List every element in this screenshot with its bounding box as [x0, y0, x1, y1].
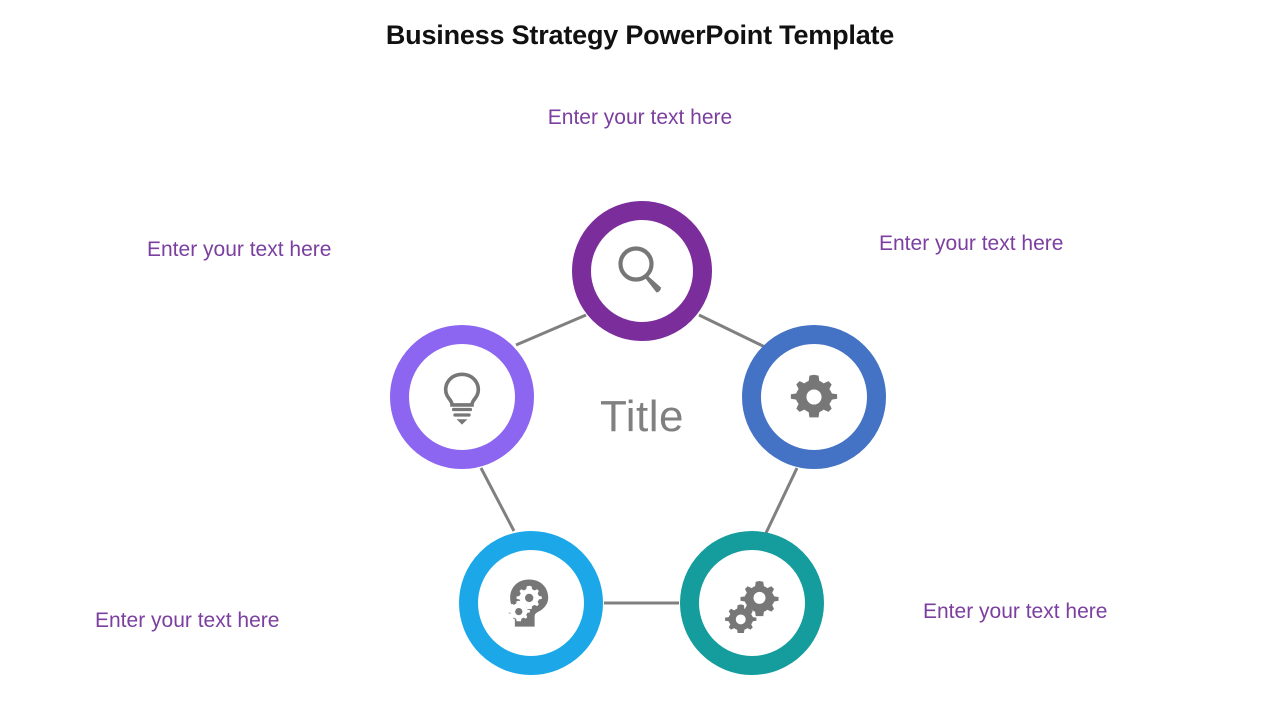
caption-top[interactable]: Enter your text here — [547, 106, 733, 129]
lightbulb-icon — [443, 372, 481, 425]
connector-bottomleft-left — [479, 467, 516, 532]
node-top[interactable] — [572, 201, 712, 341]
caption-bottom-right[interactable]: Enter your text here — [923, 600, 1108, 623]
node-bottom-right[interactable] — [680, 531, 824, 675]
center-title[interactable]: Title — [600, 392, 684, 441]
caption-bottom-left[interactable]: Enter your text here — [95, 609, 280, 632]
connector-left-top — [515, 313, 587, 347]
head-gears-icon — [507, 579, 549, 627]
caption-right[interactable]: Enter your text here — [879, 232, 1064, 255]
gear-icon — [790, 374, 838, 418]
connector-top-right — [698, 313, 766, 349]
node-bottom-left[interactable] — [459, 531, 603, 675]
node-left[interactable] — [390, 325, 534, 469]
node-right[interactable] — [742, 325, 886, 469]
two-gears-icon — [725, 580, 779, 633]
magnifier-icon — [618, 246, 661, 293]
caption-left[interactable]: Enter your text here — [147, 238, 332, 261]
page-title: Business Strategy PowerPoint Template — [385, 20, 895, 50]
connector-right-bottomright — [764, 467, 799, 534]
